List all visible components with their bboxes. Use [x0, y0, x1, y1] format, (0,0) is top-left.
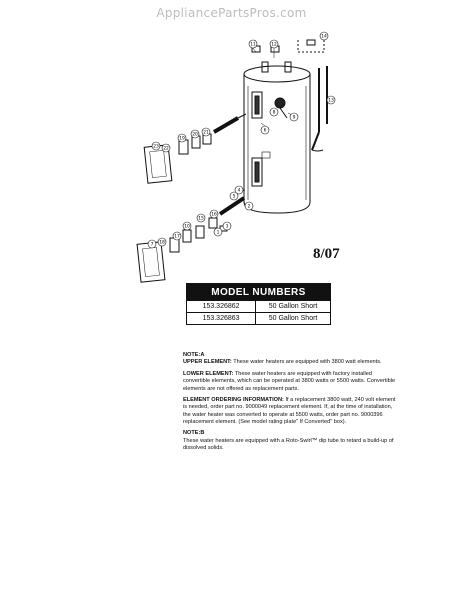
- callout-circle: [196, 213, 206, 223]
- callout-number: 9: [293, 115, 296, 121]
- callout-circle: [244, 201, 254, 211]
- callout-number: 8: [273, 110, 276, 116]
- upper-element-heading: UPPER ELEMENT:: [183, 359, 232, 366]
- callout-number: 5: [233, 194, 236, 200]
- callout-number: 21: [203, 130, 209, 136]
- table-row: 153.326862 50 Gallon Short: [186, 300, 331, 313]
- callout-number: 16: [211, 212, 217, 218]
- callout-number: 12: [271, 42, 277, 48]
- upper-element-text: These water heaters are equipped with 38…: [233, 359, 382, 366]
- callout-number: 14: [321, 34, 327, 40]
- callout-number: 6: [264, 128, 267, 134]
- callout-circle: [201, 127, 211, 137]
- callout-circle: [182, 221, 192, 231]
- note-b-text: These water heaters are equipped with a …: [183, 437, 394, 452]
- note-b-heading: NOTE:B: [183, 430, 205, 437]
- callout-number: 15: [198, 216, 204, 222]
- model-number: 153.326863: [186, 312, 257, 325]
- model-description: 50 Gallon Short: [255, 312, 331, 325]
- callout-circle: [319, 31, 329, 41]
- lower-element-heading: LOWER ELEMENT:: [183, 370, 234, 377]
- callout-number: 18: [159, 240, 165, 246]
- model-description: 50 Gallon Short: [255, 300, 331, 313]
- model-number: 153.326862: [186, 300, 257, 313]
- callout-circle: [172, 231, 182, 241]
- callout-circle: [269, 107, 279, 117]
- callout-number: 17: [174, 234, 180, 240]
- callout-number: 10: [184, 224, 190, 230]
- callout-circle: [209, 209, 219, 219]
- callout-circle: [222, 221, 232, 231]
- callout-number: 11: [250, 42, 256, 48]
- lower-element-parts: [136, 196, 246, 283]
- callout-circle: [234, 185, 244, 195]
- callout-circle: [289, 112, 299, 122]
- site-watermark: AppliancePartsPros.com: [156, 6, 307, 20]
- callout-circle: [157, 237, 167, 247]
- model-numbers-table: MODEL NUMBERS 153.326862 50 Gallon Short…: [186, 283, 331, 325]
- callout-number: 19: [179, 136, 185, 142]
- upper-element-note: UPPER ELEMENT: These water heaters are e…: [183, 359, 397, 366]
- callout-circle: [248, 39, 258, 49]
- callout-circle: [260, 125, 270, 135]
- table-row: 153.326863 50 Gallon Short: [186, 312, 331, 325]
- callout-number: 1: [217, 230, 220, 236]
- lower-element-text: These water heaters are equipped with fa…: [183, 370, 396, 392]
- date-code: 8/07: [313, 246, 340, 262]
- model-table-header: MODEL NUMBERS: [186, 283, 331, 301]
- callout-number: 3: [226, 224, 229, 230]
- callout-circle: [269, 39, 279, 49]
- callout-number: 23: [153, 144, 159, 150]
- callout-circle: [229, 191, 239, 201]
- lower-element-note: LOWER ELEMENT: These water heaters are e…: [183, 371, 397, 393]
- callout-circle: [190, 129, 200, 139]
- callout-circle: [151, 141, 161, 151]
- callout-number: 7: [151, 242, 154, 248]
- ordering-info-text: If a replacement 3800 watt, 240 volt ele…: [183, 396, 396, 425]
- upper-element-parts: [143, 113, 247, 184]
- callout-number: 20: [192, 132, 198, 138]
- callout-number: 4: [238, 188, 241, 194]
- callout-number: 13: [328, 98, 334, 104]
- callout-number: 22: [163, 146, 169, 152]
- callout-circle: [177, 133, 187, 143]
- ordering-info-heading: ELEMENT ORDERING INFORMATION:: [183, 396, 284, 403]
- callout-circle: [326, 95, 336, 105]
- water-heater-tank: [243, 61, 311, 214]
- callout-circle: [161, 143, 171, 153]
- callout-circle: [147, 239, 157, 249]
- callout-number: 2: [248, 204, 251, 210]
- callout-circle: [213, 227, 223, 237]
- ordering-info-note: ELEMENT ORDERING INFORMATION: If a repla…: [183, 397, 397, 427]
- notes-section: NOTE:A UPPER ELEMENT: These water heater…: [183, 352, 397, 457]
- note-a-heading: NOTE:A: [183, 352, 205, 358]
